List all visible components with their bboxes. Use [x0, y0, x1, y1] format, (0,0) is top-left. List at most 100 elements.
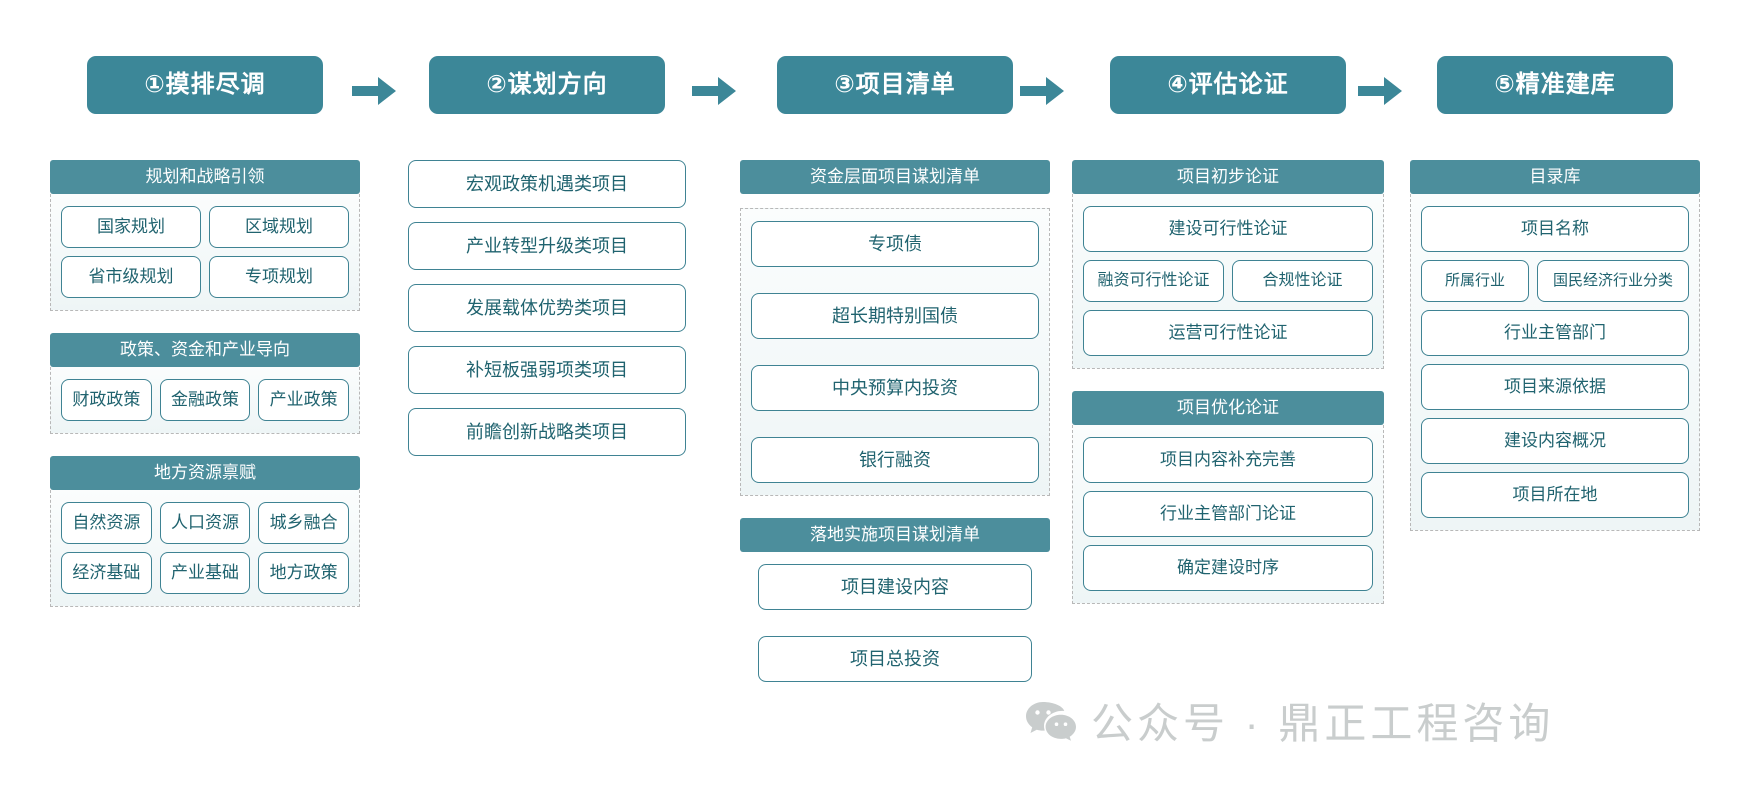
- item-row: 行业主管部门: [1421, 310, 1689, 356]
- item-row: 项目名称: [1421, 206, 1689, 252]
- group-body: 项目名称 所属行业 国民经济行业分类 行业主管部门 项目来源依据 建设内容概况 …: [1410, 194, 1700, 531]
- group-body: 自然资源 人口资源 城乡融合 经济基础 产业基础 地方政策: [50, 490, 360, 607]
- item-row: 专项债: [751, 221, 1039, 285]
- item-row: 超长期特别国债: [751, 293, 1039, 357]
- list-item[interactable]: 项目内容补充完善: [1083, 437, 1373, 483]
- arrow-stage-2-to-3-icon: [692, 76, 736, 106]
- list-item[interactable]: 国家规划: [61, 206, 201, 248]
- stage-header-1[interactable]: ①摸排尽调: [87, 56, 323, 114]
- watermark-text: 公众号 · 鼎正工程咨询: [1091, 700, 1555, 747]
- group-title: 项目初步论证: [1072, 160, 1384, 194]
- group-body: 财政政策 金融政策 产业政策: [50, 367, 360, 434]
- list-item[interactable]: 项目来源依据: [1421, 364, 1689, 410]
- arrow-stage-1-to-2-icon: [352, 76, 396, 106]
- wechat-icon: [1025, 699, 1077, 743]
- item-row: 建设内容概况: [1421, 418, 1689, 464]
- item-row: 省市级规划 专项规划: [61, 256, 349, 298]
- item-row: 建设可行性论证: [1083, 206, 1373, 252]
- stage-header-4[interactable]: ④评估论证: [1110, 56, 1346, 114]
- item-row: 行业主管部门论证: [1083, 491, 1373, 537]
- group-title: 地方资源禀赋: [50, 456, 360, 490]
- item-row: 国家规划 区域规划: [61, 206, 349, 248]
- arrow-stage-4-to-5-icon: [1358, 76, 1402, 106]
- list-item[interactable]: 产业转型升级类项目: [408, 222, 686, 270]
- item-row: 运营可行性论证: [1083, 310, 1373, 356]
- group-body: 项目内容补充完善 行业主管部门论证 确定建设时序: [1072, 425, 1384, 604]
- list-item[interactable]: 建设可行性论证: [1083, 206, 1373, 252]
- arrow-stage-3-to-4-icon: [1020, 76, 1064, 106]
- group-planning-strategy: 规划和战略引领 国家规划 区域规划 省市级规划 专项规划: [50, 160, 360, 311]
- stage-column-2: ②谋划方向 宏观政策机遇类项目 产业转型升级类项目 发展载体优势类项目 补短板强…: [408, 56, 686, 470]
- stage-header-5[interactable]: ⑤精准建库: [1437, 56, 1673, 114]
- list-item[interactable]: 发展载体优势类项目: [408, 284, 686, 332]
- list-item[interactable]: 金融政策: [159, 379, 251, 421]
- item-row: 中央预算内投资: [751, 365, 1039, 429]
- list-item[interactable]: 确定建设时序: [1083, 545, 1373, 591]
- list-item[interactable]: 运营可行性论证: [1083, 310, 1373, 356]
- item-row: 项目内容补充完善: [1083, 437, 1373, 483]
- list-item[interactable]: 补短板强弱项类项目: [408, 346, 686, 394]
- list-item[interactable]: 行业主管部门论证: [1083, 491, 1373, 537]
- stage-header-3[interactable]: ③项目清单: [777, 56, 1013, 114]
- list-item[interactable]: 宏观政策机遇类项目: [408, 160, 686, 208]
- list-item[interactable]: 银行融资: [751, 437, 1039, 483]
- list-item[interactable]: 区域规划: [209, 206, 349, 248]
- group-body: 专项债 超长期特别国债 中央预算内投资 银行融资: [740, 208, 1050, 496]
- item-row: 经济基础 产业基础 地方政策: [61, 552, 350, 594]
- list-item[interactable]: 国民经济行业分类: [1537, 260, 1689, 302]
- list-item[interactable]: 融资可行性论证: [1083, 260, 1224, 302]
- group-title: 目录库: [1410, 160, 1700, 194]
- watermark: 公众号 · 鼎正工程咨询: [1025, 690, 1554, 751]
- list-item[interactable]: 地方政策: [258, 552, 350, 594]
- item-row: 所属行业 国民经济行业分类: [1421, 260, 1689, 302]
- list-item[interactable]: 合规性论证: [1232, 260, 1373, 302]
- group-body: 项目建设内容 项目总投资: [740, 552, 1050, 682]
- list-item[interactable]: 专项规划: [209, 256, 349, 298]
- item-row: 项目建设内容: [740, 564, 1050, 628]
- list-item[interactable]: 行业主管部门: [1421, 310, 1689, 356]
- group-body: 国家规划 区域规划 省市级规划 专项规划: [50, 194, 360, 311]
- stage-column-3: ③项目清单 资金层面项目谋划清单 专项债 超长期特别国债 中央预算内投资 银行融…: [740, 56, 1050, 704]
- group-local-resources: 地方资源禀赋 自然资源 人口资源 城乡融合 经济基础 产业基础 地方政策: [50, 456, 360, 607]
- list-item[interactable]: 建设内容概况: [1421, 418, 1689, 464]
- list-item[interactable]: 项目建设内容: [758, 564, 1032, 610]
- list-item[interactable]: 超长期特别国债: [751, 293, 1039, 339]
- list-item[interactable]: 产业基础: [159, 552, 251, 594]
- list-item[interactable]: 项目总投资: [758, 636, 1032, 682]
- item-row: 项目来源依据: [1421, 364, 1689, 410]
- stage-column-4: ④评估论证 项目初步论证 建设可行性论证 融资可行性论证 合规性论证 运营可行性…: [1072, 56, 1384, 626]
- group-title: 资金层面项目谋划清单: [740, 160, 1050, 194]
- stage-header-2[interactable]: ②谋划方向: [429, 56, 665, 114]
- list-item[interactable]: 经济基础: [61, 552, 152, 594]
- group-body: 建设可行性论证 融资可行性论证 合规性论证 运营可行性论证: [1072, 194, 1384, 369]
- group-title: 规划和战略引领: [50, 160, 360, 194]
- item-row: 财政政策 金融政策 产业政策: [61, 379, 350, 421]
- group-title: 落地实施项目谋划清单: [740, 518, 1050, 552]
- direction-item-list: 宏观政策机遇类项目 产业转型升级类项目 发展载体优势类项目 补短板强弱项类项目 …: [408, 160, 686, 456]
- stage-column-1: ①摸排尽调 规划和战略引领 国家规划 区域规划 省市级规划 专项规划 政策、资金…: [50, 56, 360, 629]
- item-row: 项目总投资: [740, 636, 1050, 682]
- list-item[interactable]: 项目名称: [1421, 206, 1689, 252]
- group-catalog-library: 目录库 项目名称 所属行业 国民经济行业分类 行业主管部门 项目来源依据 建设内…: [1410, 160, 1700, 531]
- list-item[interactable]: 城乡融合: [258, 502, 350, 544]
- list-item[interactable]: 财政政策: [61, 379, 152, 421]
- list-item[interactable]: 中央预算内投资: [751, 365, 1039, 411]
- list-item[interactable]: 省市级规划: [61, 256, 201, 298]
- item-row: 自然资源 人口资源 城乡融合: [61, 502, 350, 544]
- group-preliminary-assessment: 项目初步论证 建设可行性论证 融资可行性论证 合规性论证 运营可行性论证: [1072, 160, 1384, 369]
- list-item[interactable]: 所属行业: [1421, 260, 1529, 302]
- list-item[interactable]: 人口资源: [159, 502, 251, 544]
- list-item[interactable]: 前瞻创新战略类项目: [408, 408, 686, 456]
- list-item[interactable]: 自然资源: [61, 502, 152, 544]
- list-item[interactable]: 项目所在地: [1421, 472, 1689, 518]
- item-row: 项目所在地: [1421, 472, 1689, 518]
- group-optimization-assessment: 项目优化论证 项目内容补充完善 行业主管部门论证 确定建设时序: [1072, 391, 1384, 604]
- group-implementation-project-list: 落地实施项目谋划清单 项目建设内容 项目总投资: [740, 518, 1050, 682]
- item-row: 确定建设时序: [1083, 545, 1373, 591]
- list-item[interactable]: 专项债: [751, 221, 1039, 267]
- group-policy-funding-industry: 政策、资金和产业导向 财政政策 金融政策 产业政策: [50, 333, 360, 434]
- stage-column-5: ⑤精准建库 目录库 项目名称 所属行业 国民经济行业分类 行业主管部门 项目来源…: [1410, 56, 1700, 553]
- list-item[interactable]: 产业政策: [258, 379, 350, 421]
- group-title: 政策、资金和产业导向: [50, 333, 360, 367]
